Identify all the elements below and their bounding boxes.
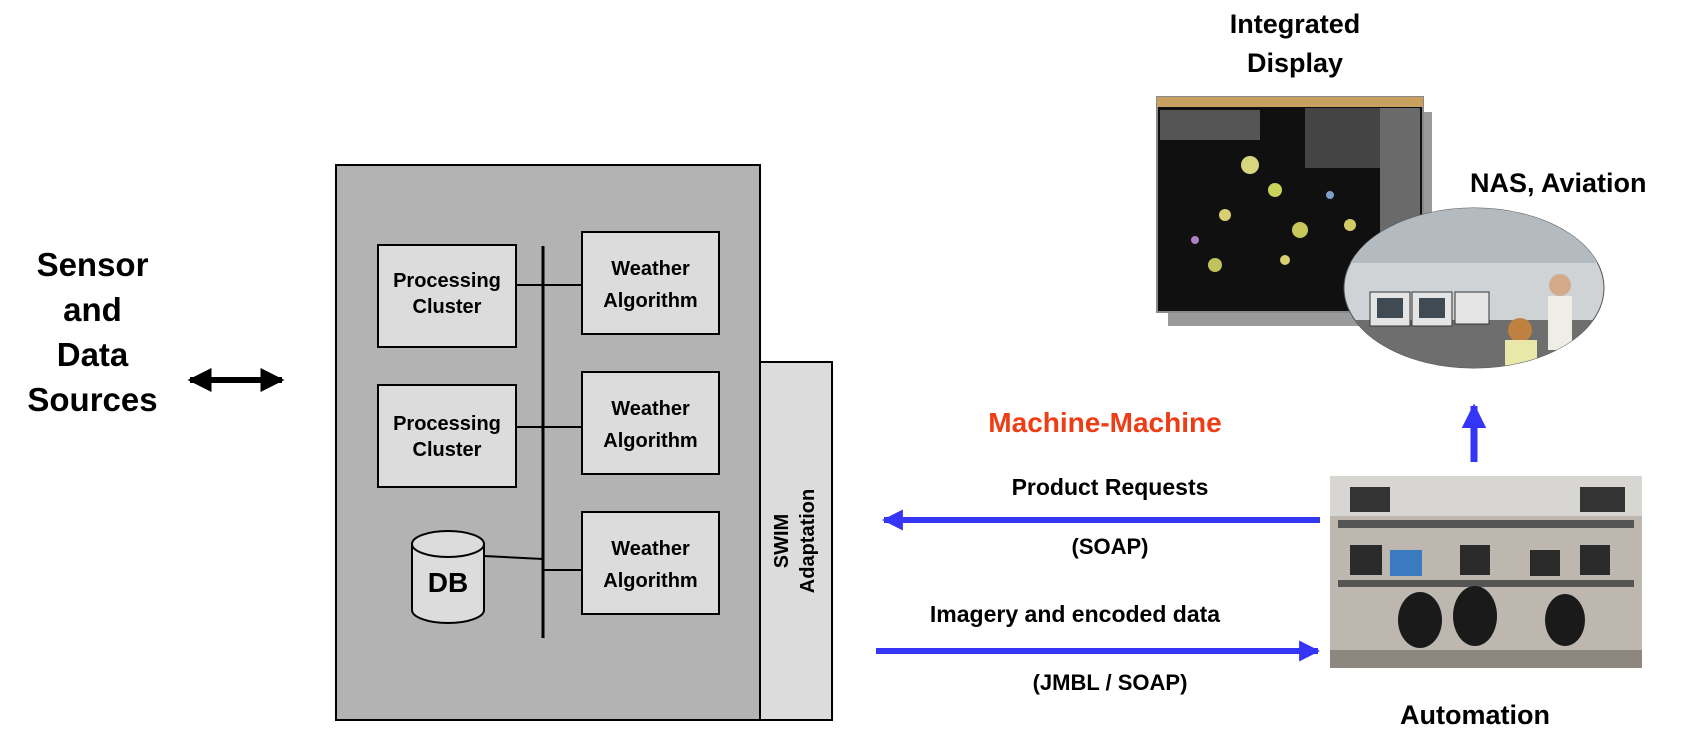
product-requests-label: Product Requests	[1011, 474, 1209, 500]
imagery-label: Imagery and encoded data	[929, 601, 1221, 627]
integrated-display-title: Integrated Display	[1229, 9, 1361, 78]
connector	[483, 555, 544, 560]
processing-cluster-box	[377, 384, 517, 488]
swim-adaptation-panel	[759, 361, 833, 721]
automation-photo	[1330, 476, 1642, 668]
processing-cluster-box	[377, 244, 517, 348]
sensor-data-sources-label: Sensor and Data Sources	[27, 246, 158, 418]
db-label: DB	[427, 567, 469, 598]
machine-machine-heading: Machine-Machine	[988, 407, 1222, 438]
soap-label: (SOAP)	[1071, 534, 1149, 559]
weather-algorithm-box	[581, 231, 720, 335]
weather-algorithm-box	[581, 371, 720, 475]
weather-algorithm-label: Weather Algorithm	[603, 398, 698, 452]
weather-algorithm-box	[581, 511, 720, 615]
processing-cluster-label: Processing Cluster	[393, 413, 501, 461]
weather-algorithm-label: Weather Algorithm	[603, 258, 698, 312]
automation-label: Automation	[1400, 700, 1550, 730]
jmbl-soap-label: (JMBL / SOAP)	[1032, 670, 1188, 695]
swim-adaptation-label: SWIM Adaptation	[771, 488, 819, 594]
nas-aviation-photo	[1343, 207, 1605, 369]
processing-cluster-label: Processing Cluster	[393, 270, 501, 318]
database-cylinder	[411, 530, 485, 624]
weather-algorithm-label: Weather Algorithm	[603, 538, 698, 592]
nas-aviation-label: NAS, Aviation	[1470, 168, 1647, 198]
